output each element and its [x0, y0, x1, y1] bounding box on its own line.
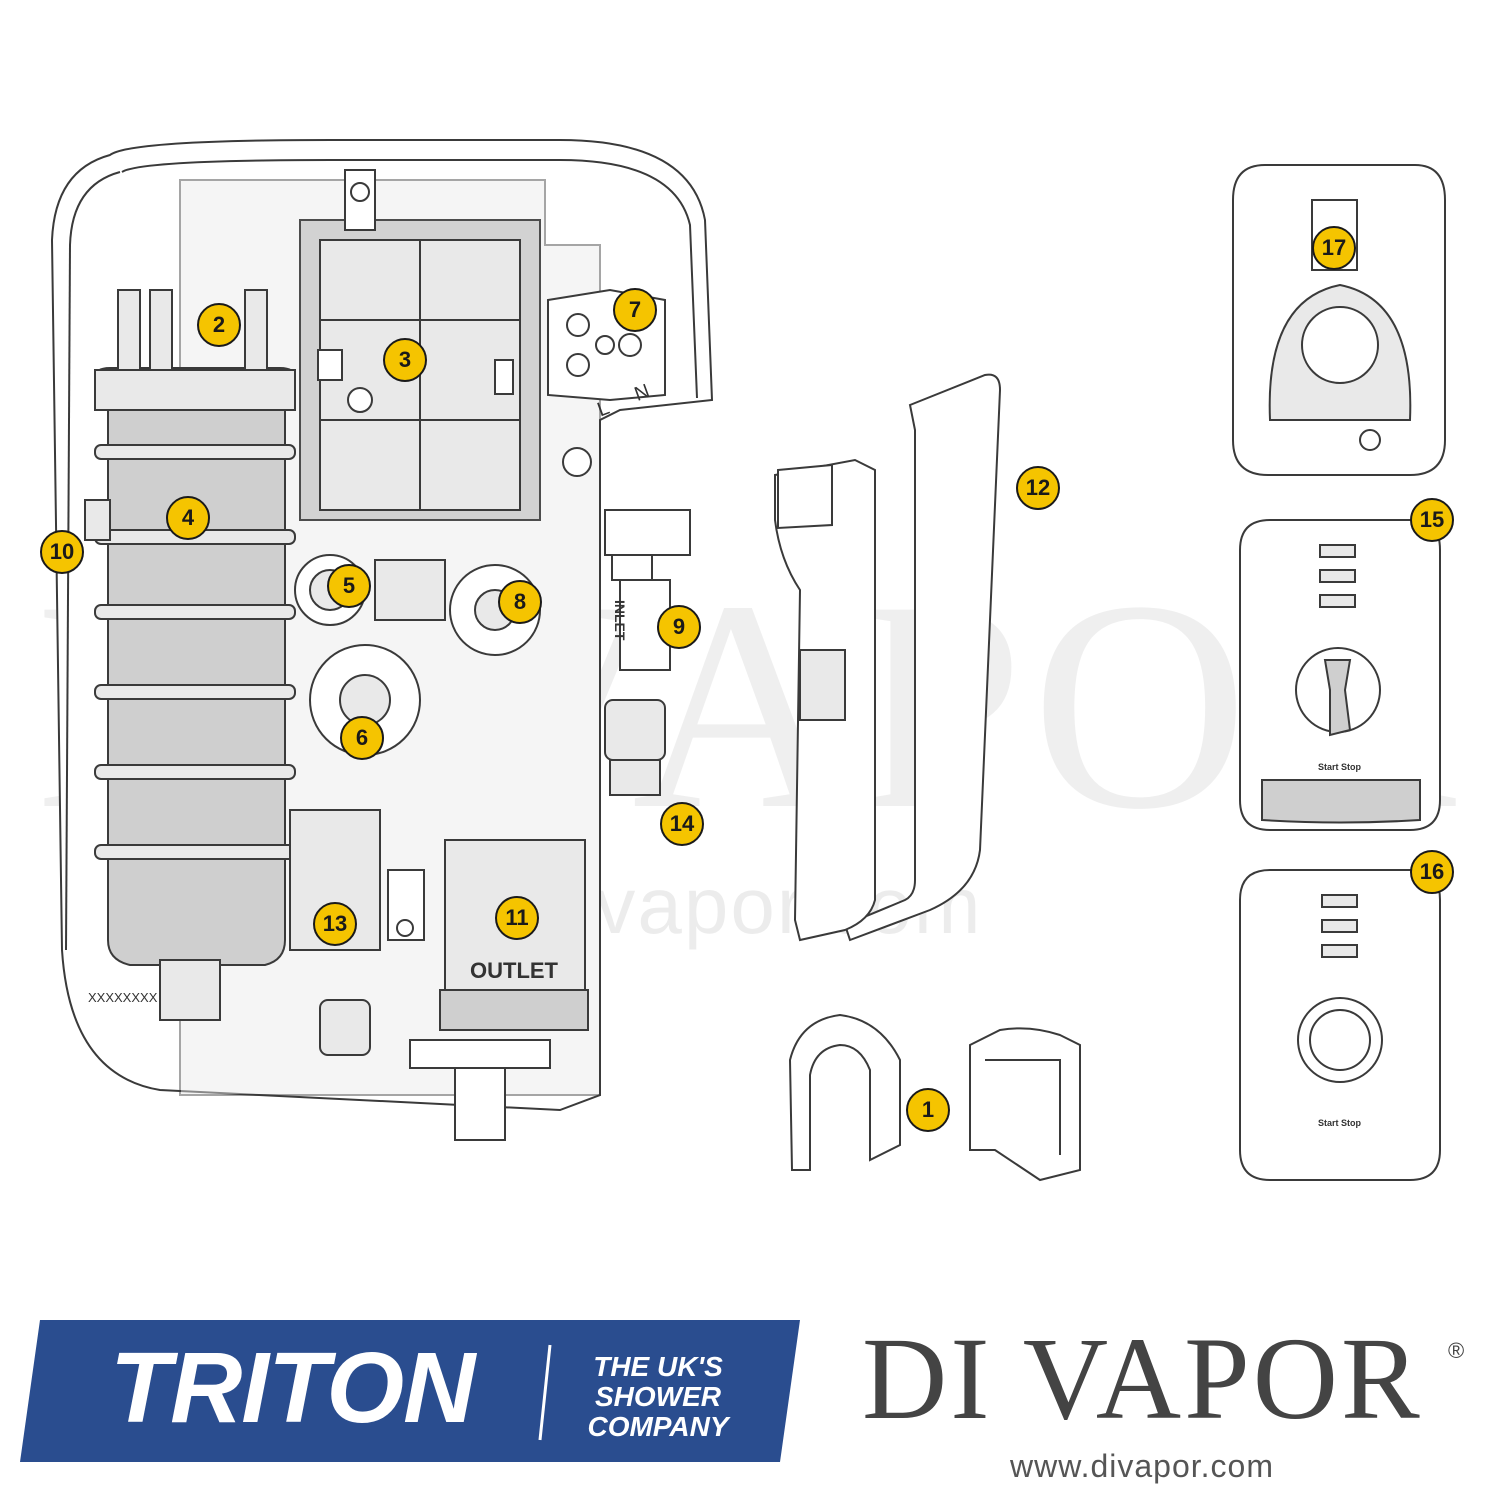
callout-12: 12 — [1016, 466, 1060, 510]
callout-14: 14 — [660, 802, 704, 846]
callout-1: 1 — [906, 1088, 950, 1132]
triton-tagline-line-2: SHOWER — [595, 1381, 721, 1412]
callout-8: 8 — [498, 580, 542, 624]
callout-7: 7 — [613, 288, 657, 332]
front-cover-16 — [1239, 869, 1441, 1181]
side-cover — [774, 373, 1002, 942]
outlet-label: OUTLET — [470, 958, 558, 983]
heater-can — [84, 289, 296, 966]
triton-banner-background — [20, 1320, 800, 1462]
callout-6: 6 — [340, 716, 384, 760]
callout-4: 4 — [166, 496, 210, 540]
divapor-logo-url: www.divapor.com — [1010, 1448, 1274, 1484]
pressure-switch — [159, 809, 425, 1021]
outlet-block — [319, 839, 589, 1141]
triton-logo-wordmark: TRITON — [110, 1332, 475, 1444]
callout-2: 2 — [197, 303, 241, 347]
callout-13: 13 — [313, 902, 357, 946]
callout-15: 15 — [1410, 498, 1454, 542]
start-stop-label-16: Start Stop — [1318, 1118, 1362, 1128]
callout-3: 3 — [383, 338, 427, 382]
start-stop-label-15: Start Stop — [1318, 762, 1362, 772]
callout-9: 9 — [657, 605, 701, 649]
triton-logo-tagline: THE UK'S SHOWER COMPANY — [578, 1352, 738, 1442]
divapor-logo-wordmark: DI VAPOR — [862, 1313, 1423, 1444]
front-cover-15 — [1239, 519, 1441, 831]
serial-label: XXXXXXXX — [88, 990, 158, 1005]
callout-17: 17 — [1312, 226, 1356, 270]
callout-11: 11 — [495, 896, 539, 940]
callout-16: 16 — [1410, 850, 1454, 894]
inlet-label: INLET — [612, 600, 628, 641]
backplate — [1232, 164, 1446, 476]
clips — [788, 1013, 1081, 1182]
triton-tagline-line-3: COMPANY — [587, 1411, 729, 1442]
callout-5: 5 — [327, 564, 371, 608]
divapor-registered-mark: ® — [1448, 1338, 1465, 1363]
triton-divider — [538, 1344, 552, 1441]
callout-10: 10 — [40, 530, 84, 574]
triton-tagline-line-1: THE UK'S — [593, 1351, 723, 1382]
